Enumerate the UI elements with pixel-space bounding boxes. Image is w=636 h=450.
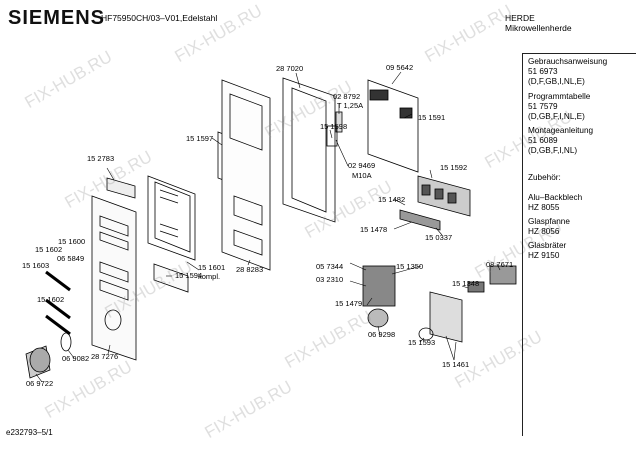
part-label: 15 1592 — [440, 163, 468, 172]
part-label: M10A — [352, 171, 372, 180]
sidebar-item-languages: (D,F,GB,I,NL,E) — [528, 77, 585, 86]
part-label: kompl. — [198, 272, 221, 281]
relay-block — [417, 175, 471, 217]
model-number: HF75950CH/03–V01,Edelstahl — [101, 13, 218, 23]
control-panel-front — [91, 195, 137, 361]
part-label: 28 7020 — [276, 64, 304, 73]
frame-part — [282, 77, 336, 223]
sidebar-item-title: Programmtabelle — [528, 92, 591, 101]
category-line-2: Mikrowellenherde — [505, 23, 572, 33]
transformer — [362, 265, 396, 328]
sidebar-item-title: Alu–Backblech — [528, 193, 583, 202]
part-label: 15 1591 — [418, 113, 446, 122]
part-label: 15 1482 — [378, 195, 406, 204]
door-panel — [221, 79, 271, 271]
part-label: 05 7344 — [316, 262, 344, 271]
part-label: 28 7276 — [91, 352, 119, 361]
part-label: 09 5642 — [386, 63, 414, 72]
part-label: 15 1598 — [320, 122, 348, 131]
sidebar-item-baking-tray: Alu–Backblech HZ 8055 — [528, 193, 582, 213]
sidebar-item-program-table: Programmtabelle 51 7579 (D,GB,F,I,NL,E) — [528, 92, 590, 122]
part-label: 28 8283 — [236, 265, 264, 274]
part-label: 06 5849 — [57, 254, 85, 263]
part-label: 06 9082 — [62, 354, 90, 363]
part-label: 15 1594 — [175, 271, 203, 280]
part-label: 15 1597 — [186, 134, 214, 143]
sidebar-item-number: HZ 8056 — [528, 227, 560, 236]
sidebar-item-title: Montageanleitung — [528, 126, 594, 135]
sidebar-item-number: 51 6973 — [528, 67, 558, 76]
part-label: 06 9298 — [368, 330, 396, 339]
part-label: 15 1461 — [442, 360, 470, 369]
part-label: 15 1350 — [396, 262, 424, 271]
category-line-1: HERDE — [505, 13, 535, 23]
part-label: 15 1602 — [37, 295, 65, 304]
sidebar-item-number: 51 7579 — [528, 102, 558, 111]
part-label: 15 1478 — [360, 225, 388, 234]
sidebar-item-title: Glaspfanne — [528, 217, 570, 226]
part-label: 15 1479 — [335, 299, 363, 308]
sidebar-item-title: Gebrauchsanweisung — [528, 57, 608, 66]
sidebar-item-title: Zubehör: — [528, 173, 561, 182]
sidebar-item-manual: Gebrauchsanweisung 51 6973 (D,F,GB,I,NL,… — [528, 57, 607, 87]
part-label: 15 1603 — [22, 261, 50, 270]
sidebar-item-number: HZ 9150 — [528, 251, 560, 260]
part-label: 02 8792 — [333, 92, 361, 101]
sidebar-item-accessories-heading: Zubehör: — [528, 173, 561, 183]
sidebar-item-languages: (D,GB,F,I,NL,E) — [528, 112, 585, 121]
part-label: 15 1601 — [198, 263, 226, 272]
door-hinge-bracket — [418, 265, 517, 343]
part-label: 15 1348 — [452, 279, 480, 288]
sidebar-accessories: Gebrauchsanweisung 51 6973 (D,F,GB,I,NL,… — [522, 53, 636, 436]
sidebar-item-number: HZ 8055 — [528, 203, 560, 212]
sidebar-item-title: Glasbräter — [528, 241, 567, 250]
sidebar-item-glass-pan: Glaspfanne HZ 8056 — [528, 217, 570, 237]
document-code: e232793–5/1 — [6, 428, 53, 437]
category-label: HERDE Mikrowellenherde — [505, 13, 572, 33]
part-label: T 1,25A — [337, 101, 364, 110]
control-knob — [25, 345, 51, 379]
sidebar-item-languages: (D,GB,F,I,NL) — [528, 146, 578, 155]
part-label: 02 9469 — [348, 161, 376, 170]
button-bracket — [147, 175, 196, 261]
sidebar-item-glass-roaster: Glasbräter HZ 9150 — [528, 241, 566, 261]
part-label: 15 0337 — [425, 233, 453, 242]
sidebar-item-number: 51 6089 — [528, 136, 558, 145]
part-label: 08 7671 — [486, 260, 514, 269]
circuit-board — [367, 79, 419, 173]
brand-logo: SIEMENS — [8, 7, 106, 29]
sidebar-item-installation: Montageanleitung 51 6089 (D,GB,F,I,NL) — [528, 126, 593, 156]
part-label: 06 9722 — [26, 379, 54, 388]
part-label: 03 2310 — [316, 275, 344, 284]
part-label: 15 1593 — [408, 338, 436, 347]
part-label: 15 1600 — [58, 237, 86, 246]
part-label: 15 2783 — [87, 154, 115, 163]
part-label: 15 1602 — [35, 245, 63, 254]
